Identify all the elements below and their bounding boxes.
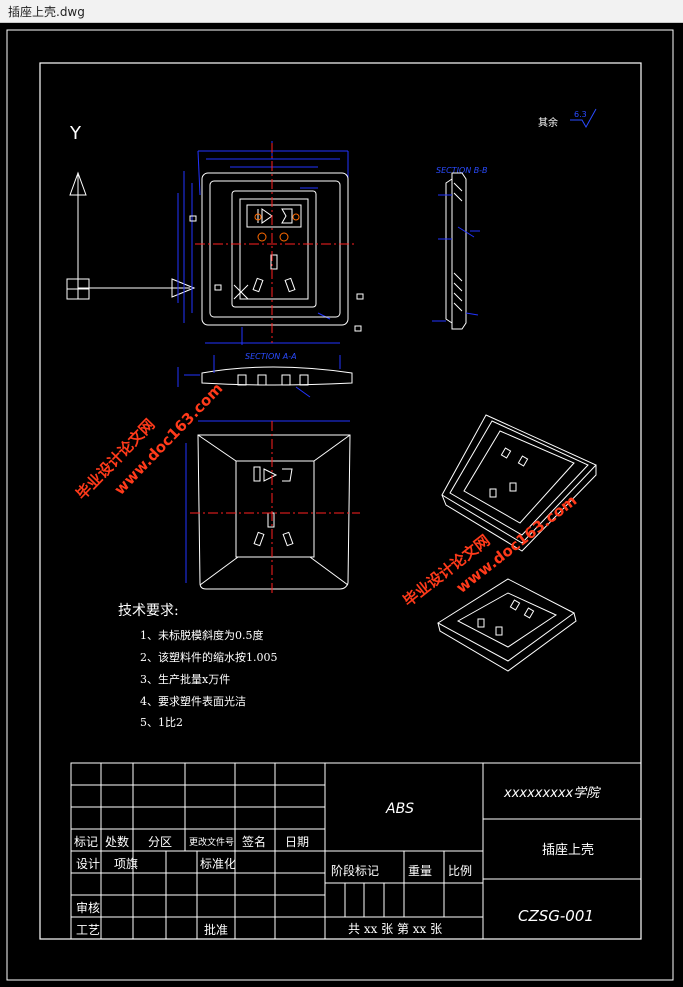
sheet-count: 共 xx 张 第 xx 张 [348, 922, 442, 936]
label-zone: 分区 [148, 835, 172, 849]
material: ABS [385, 801, 414, 817]
drawing-number: CZSG-001 [518, 907, 594, 925]
label-weight: 重量 [408, 864, 432, 878]
title-block-text: 标记 处数 分区 更改文件号 签名 日期 设计 项旗 标准化 审核 工艺 批准 … [74, 785, 601, 937]
section-b-label: SECTION B-B [436, 166, 488, 175]
surface-note: 其余 [538, 116, 558, 129]
label-review: 审核 [76, 900, 100, 915]
tech-item-5: 5、1比2 [140, 716, 183, 729]
label-standard: 标准化 [200, 857, 236, 871]
bottom-view [185, 420, 360, 593]
section-a-label: SECTION A-A [245, 352, 297, 361]
tech-item-2: 2、该塑料件的缩水按1.005 [140, 650, 278, 664]
designer-name: 项旗 [114, 856, 138, 871]
ucs-icon [66, 171, 196, 300]
tech-item-1: 1、未标脱模斜度为0.5度 [140, 628, 264, 642]
roughness-value: 6.3 [574, 110, 587, 119]
drawing-canvas[interactable]: 其余 6.3 Y [0, 23, 683, 987]
label-mark: 标记 [74, 835, 98, 849]
section-b-view [432, 172, 480, 330]
label-approve: 批准 [204, 922, 228, 937]
watermark-1: 毕业设计论文网 www.doc163.com [72, 379, 226, 503]
outer-frame [6, 29, 674, 981]
tech-item-3: 3、生产批量x万件 [140, 672, 230, 686]
window-titlebar: 插座上壳.dwg [0, 0, 683, 23]
part-name: 插座上壳 [542, 843, 594, 858]
roughness-icon [570, 108, 597, 129]
label-process: 工艺 [76, 923, 100, 937]
label-design: 设计 [76, 857, 100, 871]
label-date: 日期 [285, 835, 309, 849]
axis-y-label: Y [69, 123, 82, 144]
tech-title: 技术要求: [118, 603, 179, 619]
tech-item-4: 4、要求塑件表面光洁 [140, 694, 246, 708]
label-sign: 签名 [242, 834, 266, 849]
label-count: 处数 [105, 834, 129, 849]
label-stage: 阶段标记 [331, 863, 379, 878]
front-view [177, 141, 364, 345]
label-change-doc: 更改文件号 [189, 836, 234, 848]
window-title: 插座上壳.dwg [8, 5, 85, 19]
section-a-view [177, 355, 353, 398]
title-block-grid [70, 762, 642, 940]
label-scale: 比例 [448, 864, 472, 878]
cad-drawing: 其余 6.3 Y [6, 29, 674, 981]
school-name: xxxxxxxxx学院 [503, 785, 601, 801]
isometric-view-2 [437, 578, 577, 672]
isometric-view-1 [441, 414, 597, 552]
